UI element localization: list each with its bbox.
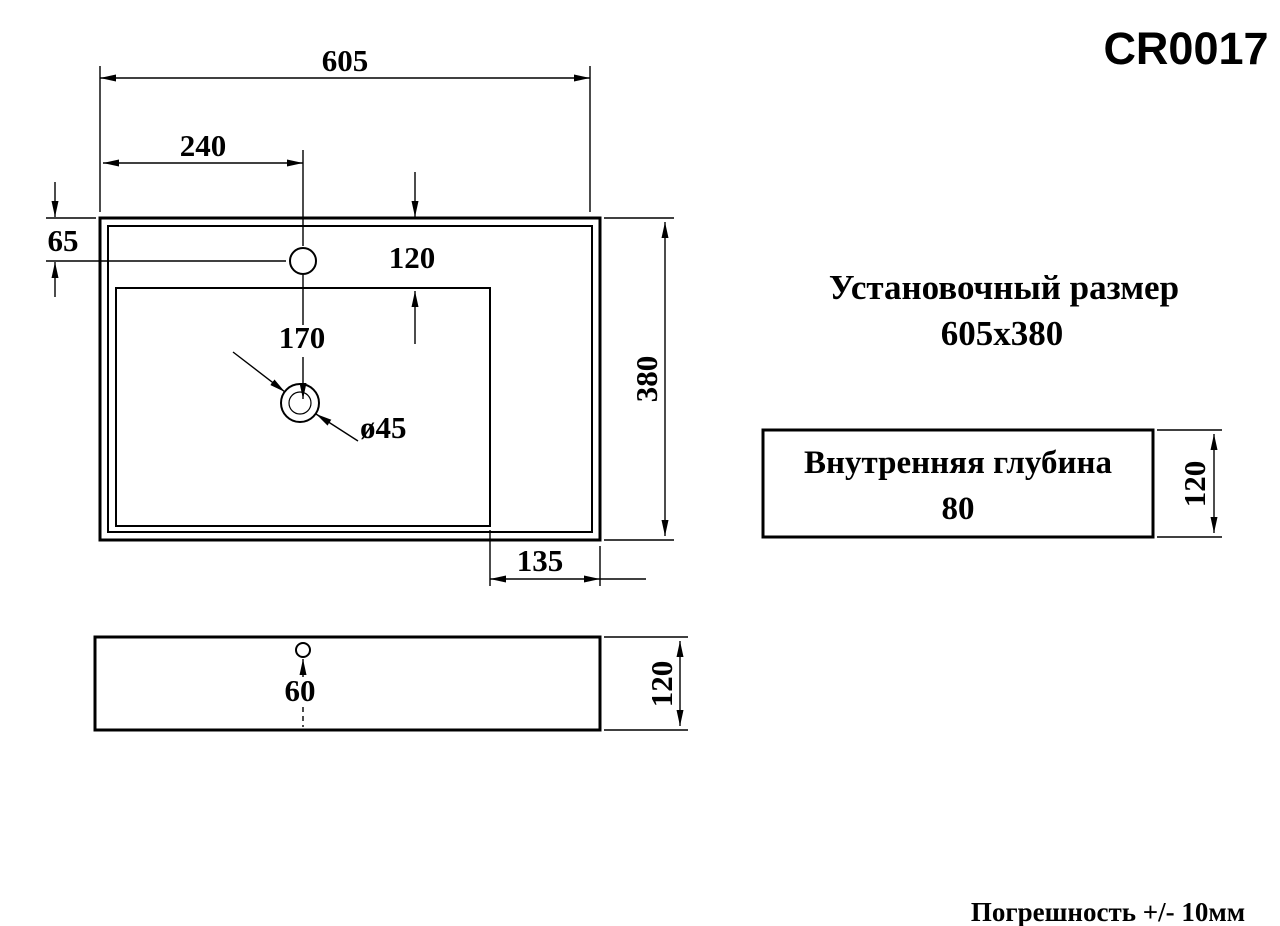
- sink-side-view-outline: [93, 635, 602, 732]
- dim-side-hole: 60: [285, 673, 316, 708]
- sink-top-view-outline: [98, 216, 602, 542]
- internal-depth-value: 80: [942, 491, 975, 527]
- dim-right-ledge: 135: [517, 543, 564, 578]
- side-faucet-hole: [295, 642, 311, 658]
- dim-faucet-to-drain: 170: [279, 320, 326, 355]
- internal-depth-label: Внутренняя глубина: [804, 445, 1112, 481]
- faucet-hole: [289, 247, 317, 275]
- dim-faucet-offset-y: 65: [48, 223, 79, 258]
- dim-overall-width: 605: [322, 43, 369, 78]
- dim-overall-depth: 380: [629, 356, 664, 403]
- tolerance-note: Погрешность +/- 10мм: [971, 897, 1245, 926]
- dim-faucet-offset-x: 240: [180, 128, 227, 163]
- dim-side-height: 120: [644, 661, 679, 708]
- drain-hole-outer: [280, 383, 320, 423]
- dim-box-height: 120: [1177, 461, 1212, 508]
- dim-drain-diameter: ø45: [360, 410, 407, 445]
- model-number: CR0017: [1103, 23, 1268, 74]
- leader-line: [232, 351, 286, 393]
- installation-size-label: Установочный размер: [829, 268, 1179, 307]
- internal-depth-box: [761, 428, 1155, 539]
- leader-line: [315, 413, 359, 442]
- dim-basin-top-inset: 120: [389, 240, 436, 275]
- drain-hole-inner: [288, 391, 312, 415]
- sink-top-view-inner-edge: [107, 225, 593, 533]
- installation-size-value: 605x380: [941, 314, 1064, 353]
